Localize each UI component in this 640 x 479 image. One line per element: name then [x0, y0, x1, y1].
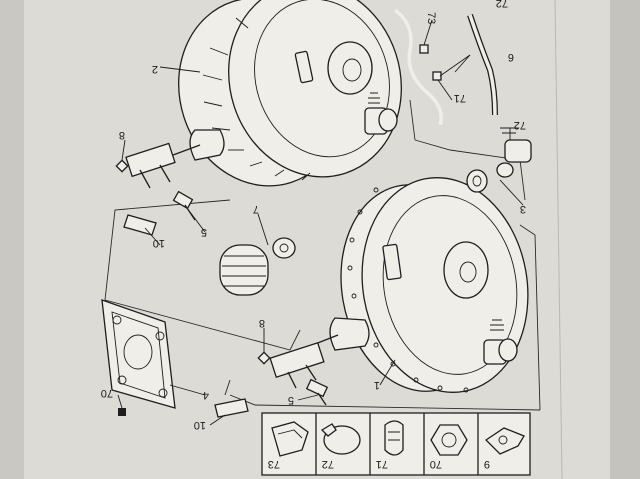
vacuum-hoses — [393, 8, 532, 193]
callout-72: 72 — [514, 119, 526, 131]
legend-label-72: 72 — [322, 458, 334, 470]
callout-labels: 2 1 3 4 5 5 6 7 8 8 10 10 70 71 72 72 73 — [101, 0, 526, 431]
callout-6: 6 — [508, 51, 514, 63]
callout-73: 73 — [425, 12, 437, 24]
callout-5-lower: 5 — [288, 394, 294, 406]
mounting-stud-lower — [269, 317, 370, 389]
screen-edge-left — [0, 0, 24, 479]
callout-3: 3 — [520, 203, 526, 215]
legend-cell-73: 73 — [268, 421, 309, 470]
parts-legend-strip: 73 72 71 70 9 — [261, 412, 531, 476]
bolt-5-lower — [305, 378, 329, 406]
brake-booster-lower — [340, 177, 529, 393]
gasket-plate-4 — [101, 299, 176, 416]
clip-10-upper — [123, 214, 157, 236]
legend-cell-71: 71 — [376, 420, 404, 470]
nut-8-lower — [257, 351, 271, 365]
bellows-7 — [219, 237, 296, 296]
callout-7: 7 — [253, 203, 259, 215]
mounting-stud-upper — [125, 129, 225, 189]
assembly-frame — [104, 99, 541, 411]
nut-8-upper — [115, 159, 129, 173]
legend-cell-70: 70 — [430, 424, 468, 470]
callout-1: 1 — [374, 379, 380, 391]
legend-cell-9: 9 — [484, 427, 525, 470]
legend-cell-72: 72 — [320, 423, 361, 470]
callout-10-lower: 10 — [194, 419, 206, 431]
callout-72-top: 72 — [496, 0, 508, 9]
screen-edge-right — [610, 0, 640, 479]
leader-lines — [117, 19, 524, 426]
callout-8-upper: 8 — [119, 129, 125, 141]
legend-label-9: 9 — [484, 458, 490, 470]
callout-2: 2 — [152, 63, 158, 75]
bolt-5-upper — [172, 190, 196, 221]
callout-10-upper: 10 — [153, 237, 165, 249]
callout-70: 70 — [101, 387, 113, 399]
clip-10-lower — [214, 398, 249, 418]
callout-71: 71 — [454, 92, 466, 104]
legend-label-70: 70 — [430, 458, 442, 470]
legend-label-73: 73 — [268, 458, 280, 470]
callout-8-lower: 8 — [259, 317, 265, 329]
legend-label-71: 71 — [376, 458, 388, 470]
paper-fold — [554, 0, 563, 479]
callout-5-upper: 5 — [201, 226, 207, 238]
booster-fold-ribs — [202, 17, 311, 181]
callout-4: 4 — [203, 389, 209, 401]
